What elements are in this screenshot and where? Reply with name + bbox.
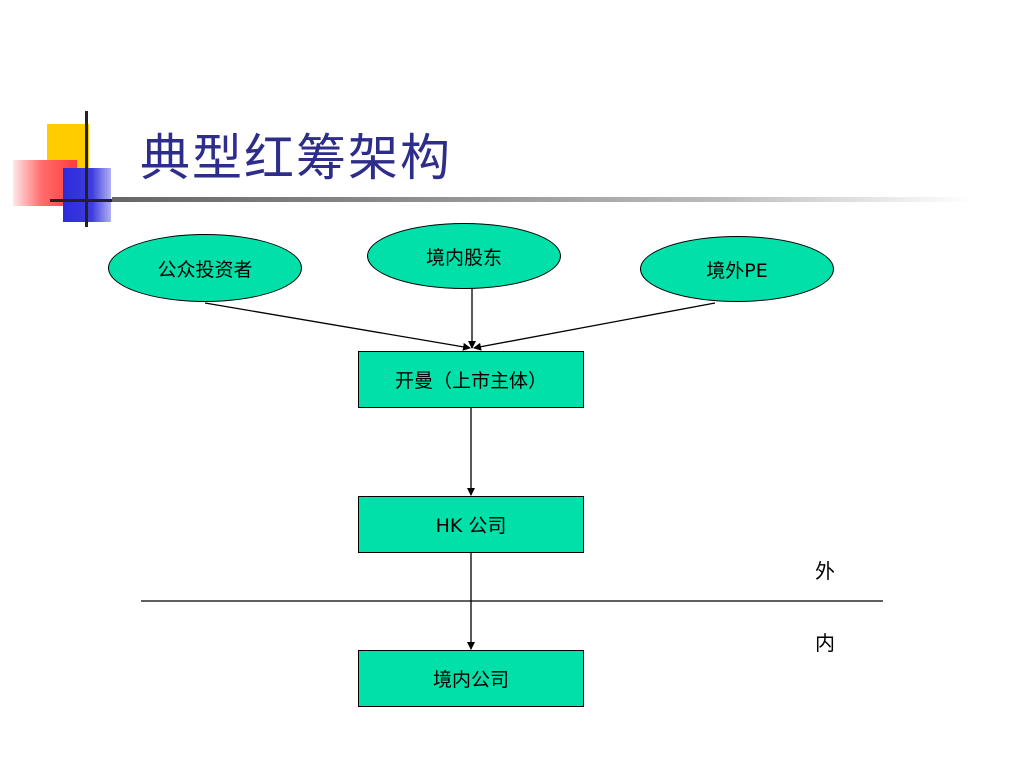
node-domestic-company: 境内公司 — [358, 650, 584, 707]
node-listed-entity: 开曼（上市主体） — [358, 351, 584, 408]
arrow-public-investors-to-listed — [204, 302, 471, 351]
slide-title: 典型红筹架构 — [140, 129, 452, 187]
node-overseas-pe: 境外PE — [640, 236, 834, 302]
node-domestic-shareholders: 境内股东 — [367, 223, 561, 289]
title-underline — [112, 197, 972, 202]
label-inside: 内 — [815, 631, 835, 655]
node-public-investors: 公众投资者 — [108, 234, 302, 302]
arrow-overseas-pe-to-listed — [473, 302, 716, 351]
logo-vertical-line — [85, 111, 88, 227]
label-outside: 外 — [815, 559, 835, 583]
logo-horizontal-line — [50, 199, 120, 202]
node-hk-company: HK 公司 — [358, 496, 584, 553]
